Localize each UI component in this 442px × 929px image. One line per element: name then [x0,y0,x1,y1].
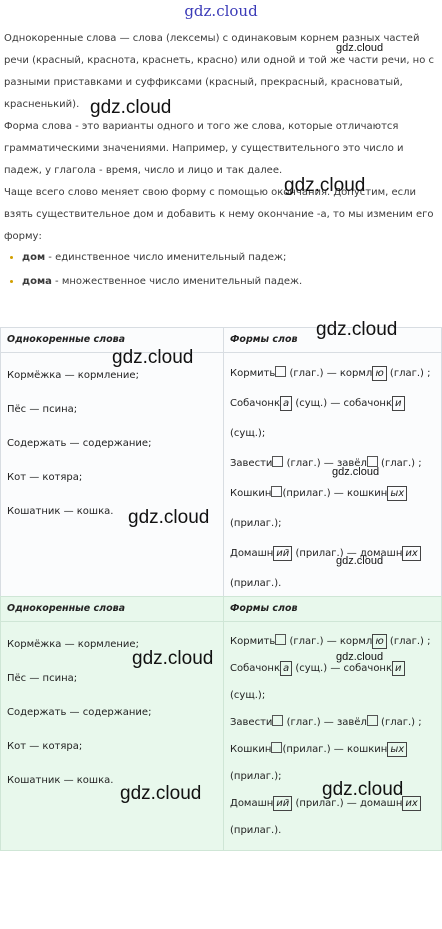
cognate-entry: Кошатник — кошка. [7,775,114,786]
ending-box: ий [273,546,293,561]
zero-ending-box [272,456,284,467]
cognate-entry: Содержать — содержание; [7,438,152,449]
ending-box: ю [372,366,387,381]
cognate-entry: Содержать — содержание; [7,707,152,718]
paragraph-ending: Чаще всего слово меняет свою форму с пом… [4,187,434,242]
zero-ending-box [366,456,378,467]
cognate-entry: Кошатник — кошка. [7,506,114,517]
example-list: дом - единственное число именительный па… [4,250,436,290]
cognates-cell: Кормёжка — кормление; Пёс — псина; Содер… [0,621,224,851]
ending-box: их [402,546,421,561]
table-header-forms: Формы слов [223,327,442,353]
form-entry: Завести (глаг.) — завёл (глаг.) ; [230,456,422,469]
zero-ending-box [275,366,287,377]
form-entry: Завести (глаг.) — завёл (глаг.) ; [230,715,422,728]
list-item: дома - множественное число именительный … [22,274,436,290]
site-logo[interactable]: gdz.cloud [184,2,258,20]
ending-box: ых [387,742,408,757]
table-forms-1: Однокоренные слова Формы слов Кормёжка —… [0,327,442,606]
zero-ending-box [275,634,287,645]
zero-ending-box [271,486,283,497]
article-body: Однокоренные слова — слова (лексемы) с о… [4,28,436,298]
zero-ending-box [272,715,284,726]
ending-box: и [392,661,405,676]
cognate-entry: Кормёжка — кормление; [7,639,139,650]
paragraph-definition: Однокоренные слова — слова (лексемы) с о… [4,33,435,110]
list-item: дом - единственное число именительный па… [22,250,436,266]
ending-box: а [280,661,293,676]
zero-ending-box [366,715,378,726]
table-header-cognates: Однокоренные слова [0,327,224,353]
ending-box: а [280,396,293,411]
cognate-entry: Кот — котяра; [7,741,83,752]
cognate-entry: Кот — котяра; [7,472,83,483]
ending-box: ий [273,796,293,811]
cognate-entry: Пёс — псина; [7,404,78,415]
table-forms-2: Однокоренные слова Формы слов Кормёжка —… [0,596,442,851]
cognate-entry: Пёс — псина; [7,673,78,684]
cognate-entry: Кормёжка — кормление; [7,370,139,381]
cognates-cell: Кормёжка — кормление; Пёс — псина; Содер… [0,352,224,606]
ending-box: и [392,396,405,411]
ending-box: ых [387,486,408,501]
paragraph-word-form: Форма слова - это варианты одного и того… [4,121,404,176]
table-header-forms: Формы слов [223,596,442,622]
zero-ending-box [271,742,283,753]
ending-box: их [402,796,421,811]
ending-box: ю [372,634,387,649]
table-header-cognates: Однокоренные слова [0,596,224,622]
